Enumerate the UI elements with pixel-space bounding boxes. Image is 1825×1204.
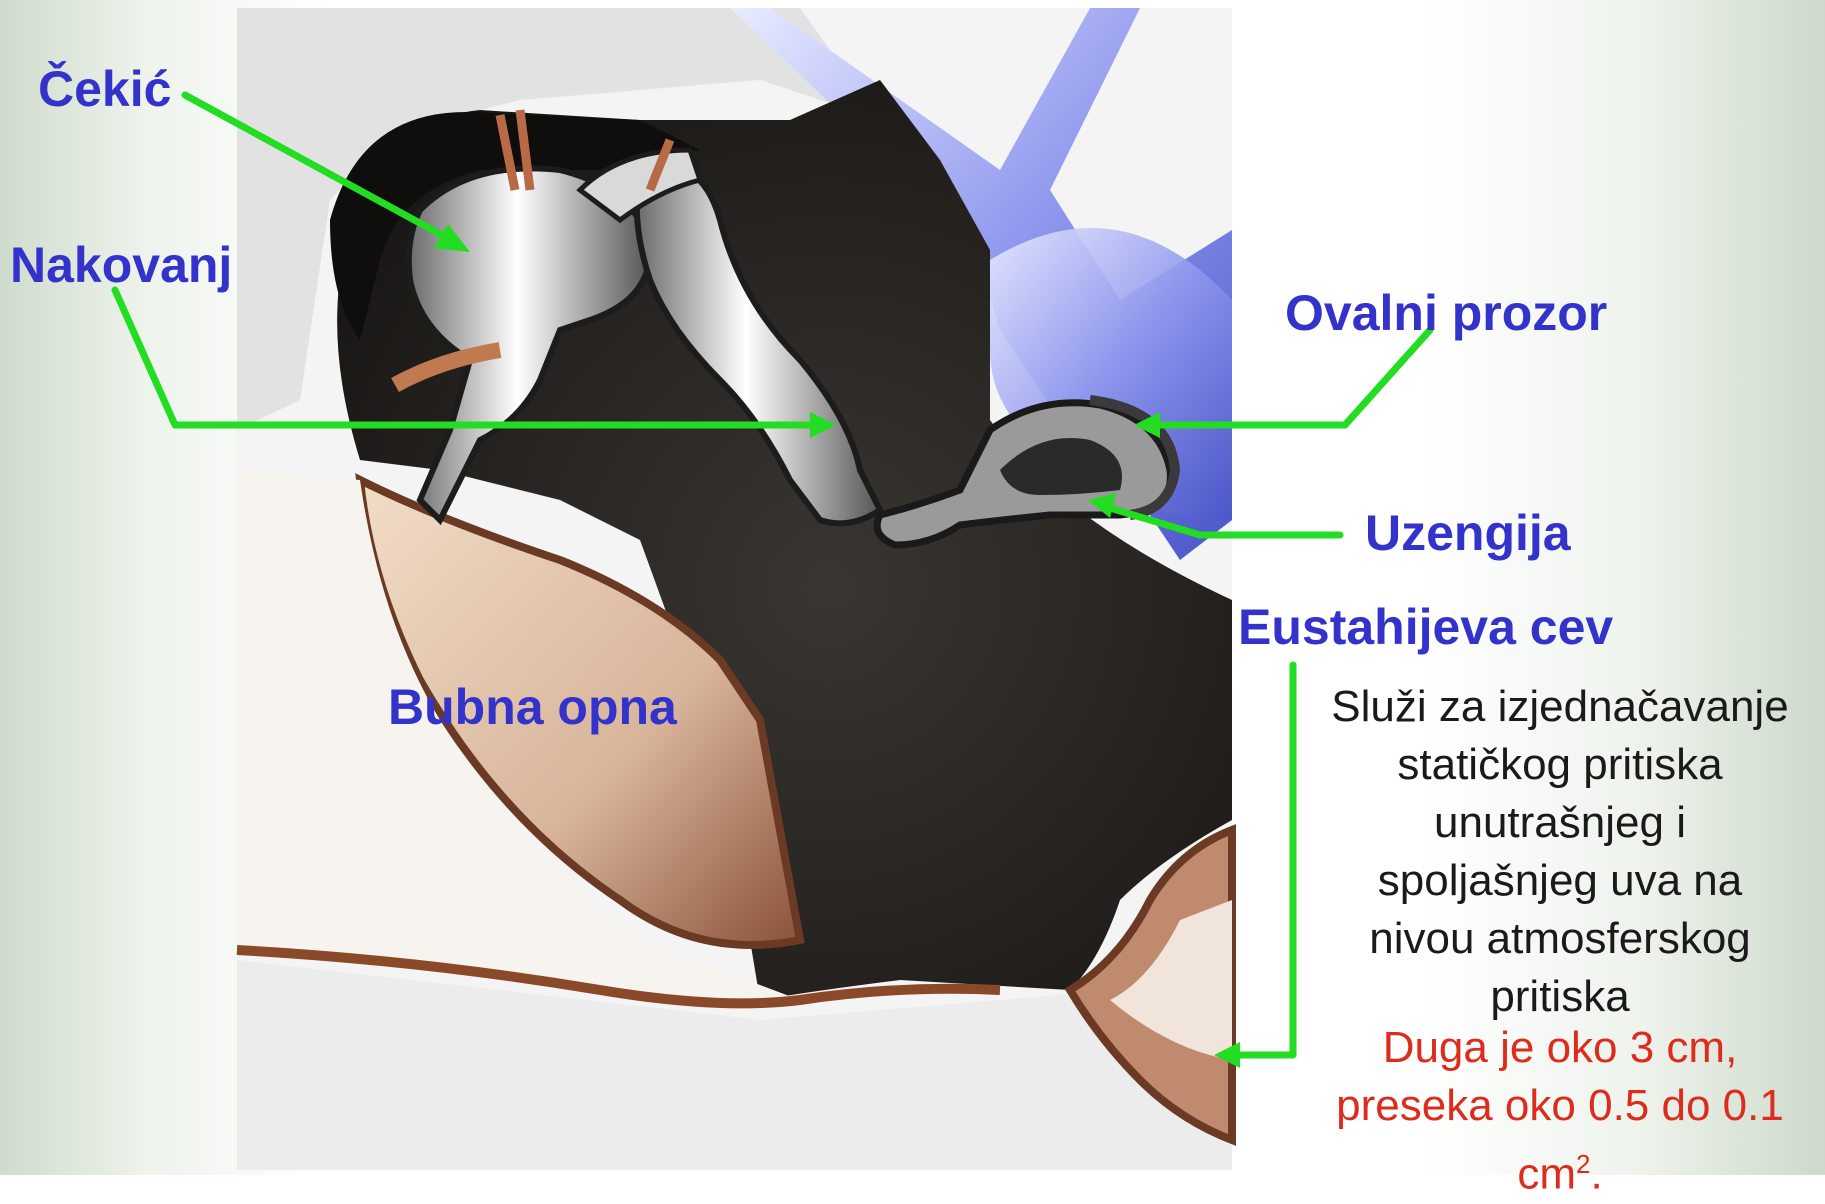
pointer-eustachian-tube xyxy=(1230,665,1293,1055)
description-line: statičkog pritiska xyxy=(1300,736,1820,794)
label-oval-window: Ovalni prozor xyxy=(1285,288,1607,338)
description-line: pritiska xyxy=(1300,968,1820,1026)
eustachian-tube-dimensions: Duga je oko 3 cm, preseka oko 0.5 do 0.1… xyxy=(1300,1019,1820,1204)
note-unit: cm xyxy=(1517,1150,1576,1199)
label-incus: Nakovanj xyxy=(10,240,232,290)
label-eustachian-tube: Eustahijeva cev xyxy=(1238,602,1613,652)
note-line: Duga je oko 3 cm, xyxy=(1300,1019,1820,1077)
description-line: unutrašnjeg i xyxy=(1300,794,1820,852)
eustachian-tube-description: Služi za izjednačavanje statičkog pritis… xyxy=(1300,678,1820,1026)
label-eardrum: Bubna opna xyxy=(388,682,677,732)
description-line: spoljašnjeg uva na xyxy=(1300,852,1820,910)
label-stapes: Uzengija xyxy=(1365,508,1571,558)
slide: Čekić Nakovanj Ovalni prozor Uzengija Eu… xyxy=(0,0,1825,1175)
description-line: nivou atmosferskog xyxy=(1300,910,1820,968)
description-line: Služi za izjednačavanje xyxy=(1300,678,1820,736)
note-period: . xyxy=(1590,1150,1602,1199)
note-line: cm2. xyxy=(1300,1135,1820,1204)
note-line: preseka oko 0.5 do 0.1 xyxy=(1300,1077,1820,1135)
label-malleus: Čekić xyxy=(38,64,171,114)
